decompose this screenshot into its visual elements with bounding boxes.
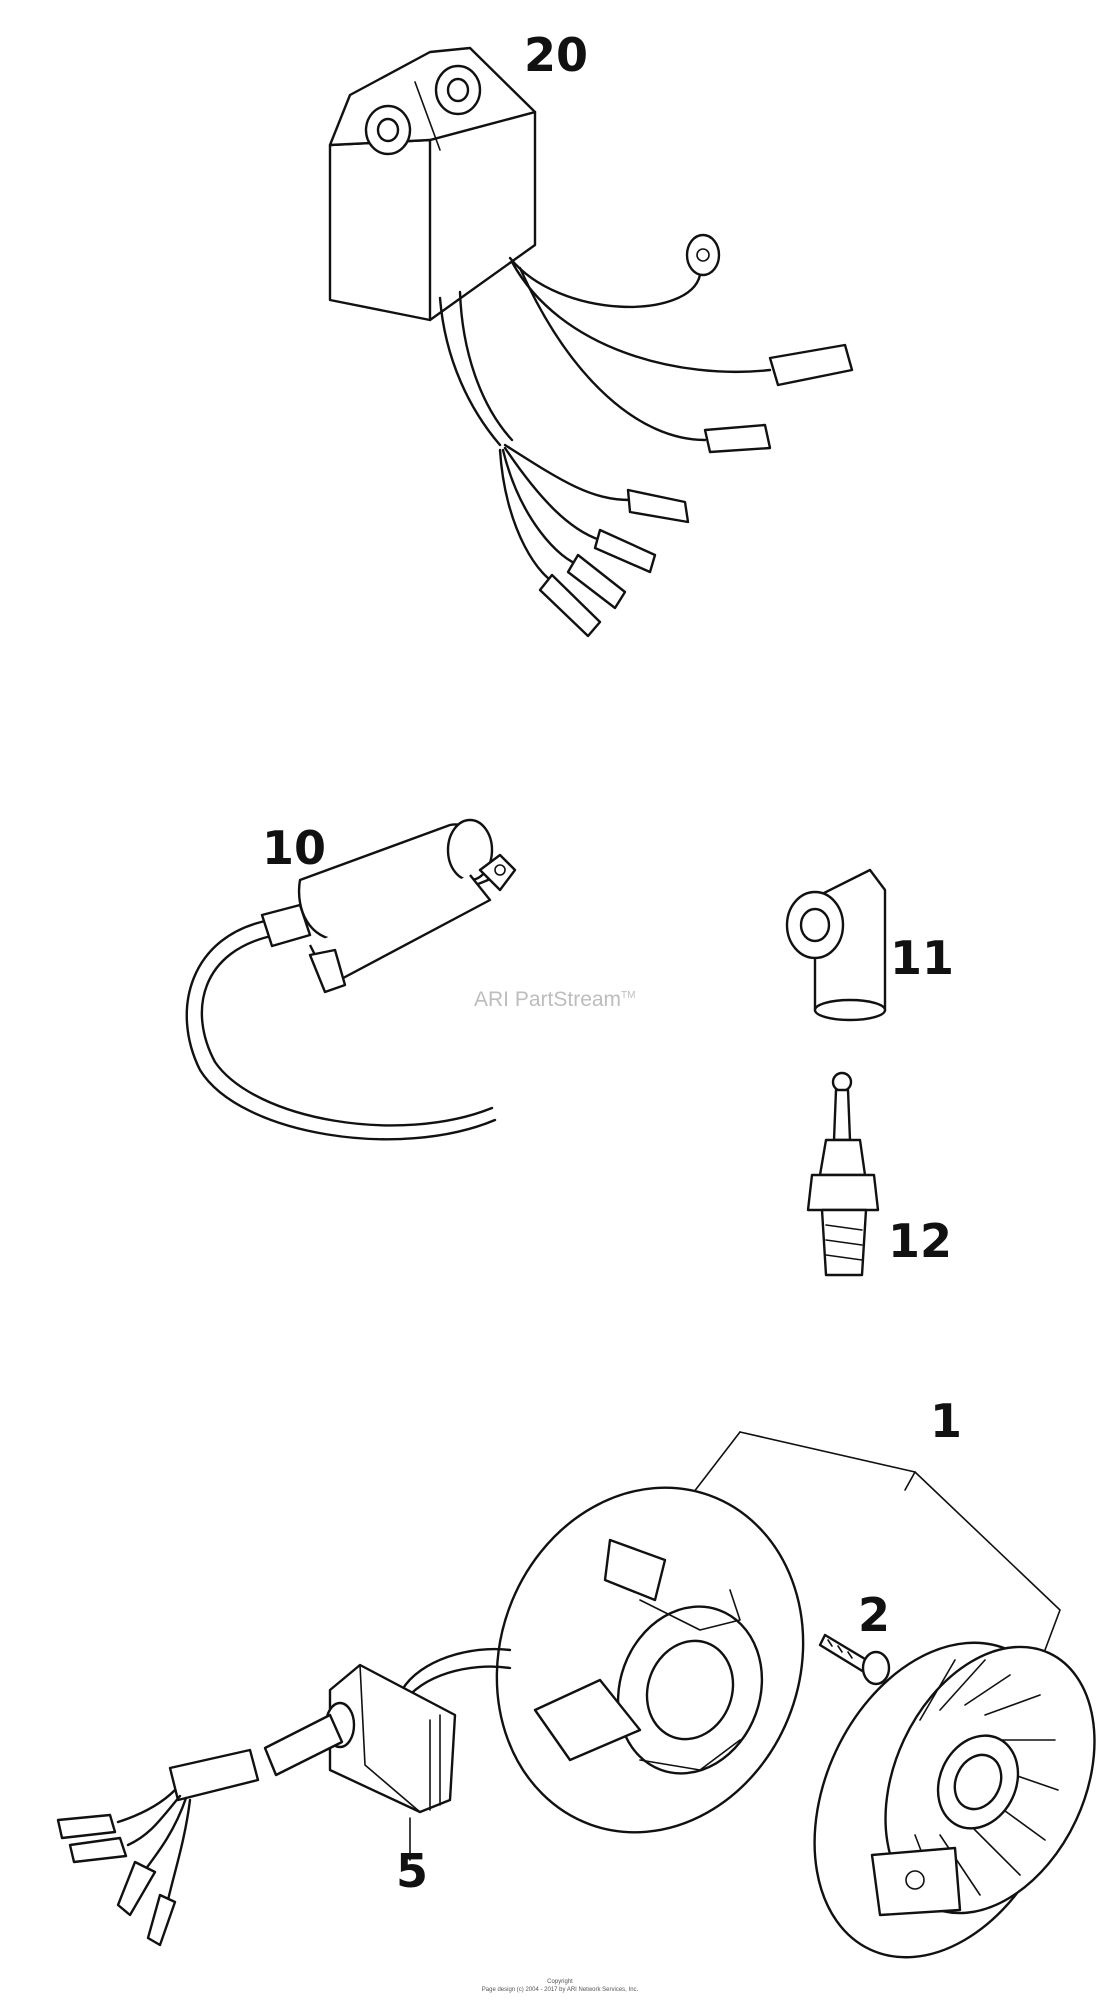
- callout-11: 11: [890, 931, 955, 985]
- callout-1: 1: [930, 1394, 963, 1448]
- part-1-flywheel[interactable]: [766, 1602, 1120, 1998]
- part-12-spark-plug[interactable]: [806, 1071, 880, 1277]
- part-10-ignition-coil[interactable]: [185, 818, 517, 1141]
- part-2-screw[interactable]: [818, 1633, 891, 1686]
- callout-20: 20: [524, 28, 589, 82]
- callout-10: 10: [262, 821, 327, 875]
- watermark: ARI PartStreamTM: [474, 988, 636, 1012]
- part-20-cdi-unit[interactable]: [328, 46, 854, 638]
- footer-line-1: Copyright: [547, 1979, 573, 1985]
- part-1-stator[interactable]: [449, 1444, 851, 1875]
- callout-12: 12: [888, 1214, 953, 1268]
- callout-2: 2: [858, 1588, 891, 1642]
- part-5-pulser-coil[interactable]: [56, 1647, 512, 1947]
- watermark-trademark: TM: [621, 990, 636, 1001]
- copyright-footer: Copyright Page design (c) 2004 - 2017 by…: [0, 1978, 1120, 1994]
- part-11-plug-cap[interactable]: [785, 868, 887, 1022]
- callout-5: 5: [396, 1844, 429, 1898]
- watermark-text: ARI PartStream: [474, 988, 622, 1011]
- footer-line-2: Page design (c) 2004 - 2017 by ARI Netwo…: [481, 1987, 639, 1993]
